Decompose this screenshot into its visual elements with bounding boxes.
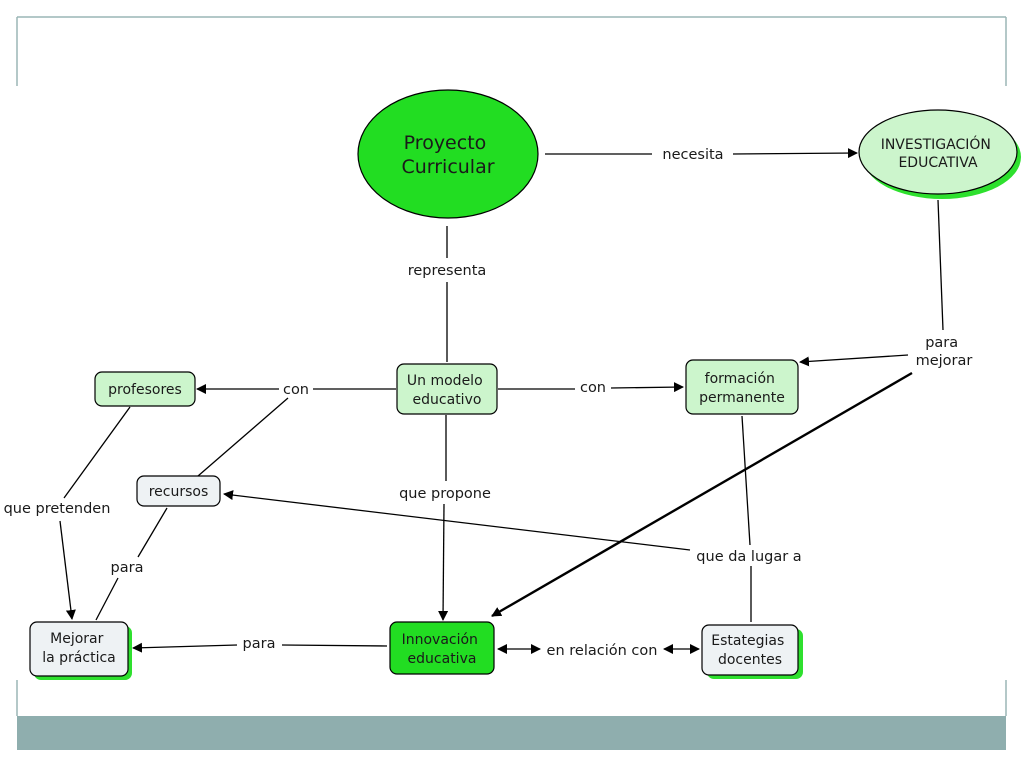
svg-text:profesores: profesores (108, 382, 182, 398)
svg-text:Mejorar la práctica: Mejorar la práctica (42, 631, 116, 666)
nodes: Proyecto Curricular INVESTIGACIÓN EDUCAT… (29, 89, 1021, 680)
svg-text:INVESTIGACIÓN EDUCATIV: INVESTIGACIÓN EDUCATIVA (881, 135, 996, 171)
link-label-que-propone: que propone (399, 486, 491, 502)
node-estrategias-docentes[interactable]: Estategias docentes (701, 624, 803, 679)
link-label-para-mejorar: para mejorar (916, 335, 973, 369)
link-label-necesita: necesita (662, 147, 723, 163)
node-formacion-permanente[interactable]: formación permanente (685, 359, 799, 415)
svg-text:Un modelo educativo: Un modelo educativo (407, 373, 487, 408)
node-profesores[interactable]: profesores (94, 371, 196, 407)
connectors (59, 148, 944, 654)
node-modelo-educativo[interactable]: Un modelo educativo (396, 363, 498, 415)
link-label-para-bottom: para (243, 636, 276, 652)
link-label-con-left: con (283, 382, 309, 398)
slide-frame (16, 16, 1007, 750)
link-label-en-relacion-con: en relación con (547, 643, 658, 659)
svg-text:formación permanente: formación permanente (699, 371, 785, 406)
node-innovacion-educativa[interactable]: Innovación educativa (389, 621, 495, 675)
node-investigacion-educativa[interactable]: INVESTIGACIÓN EDUCATIVA (858, 109, 1021, 199)
node-mejorar-la-practica[interactable]: Mejorar la práctica (29, 621, 132, 680)
link-label-que-da-lugar: que da lugar a (696, 549, 801, 565)
link-label-con-right: con (580, 380, 606, 396)
link-label-representa: representa (408, 263, 487, 279)
svg-text:Proyecto Curricular: Proyecto Curricular (401, 132, 494, 178)
footer-bar (17, 716, 1006, 750)
link-label-que-pretenden: que pretenden (4, 501, 111, 517)
svg-text:recursos: recursos (149, 484, 209, 500)
link-label-para-left: para (111, 560, 144, 576)
link-labels: necesita representa para mejorar con con… (4, 147, 973, 659)
node-proyecto-curricular[interactable]: Proyecto Curricular (357, 89, 539, 219)
svg-text:Estategias docentes: Estategias docentes (711, 633, 788, 668)
node-recursos[interactable]: recursos (136, 475, 221, 507)
svg-text:Innovación educativa: Innovación educativa (402, 632, 483, 667)
